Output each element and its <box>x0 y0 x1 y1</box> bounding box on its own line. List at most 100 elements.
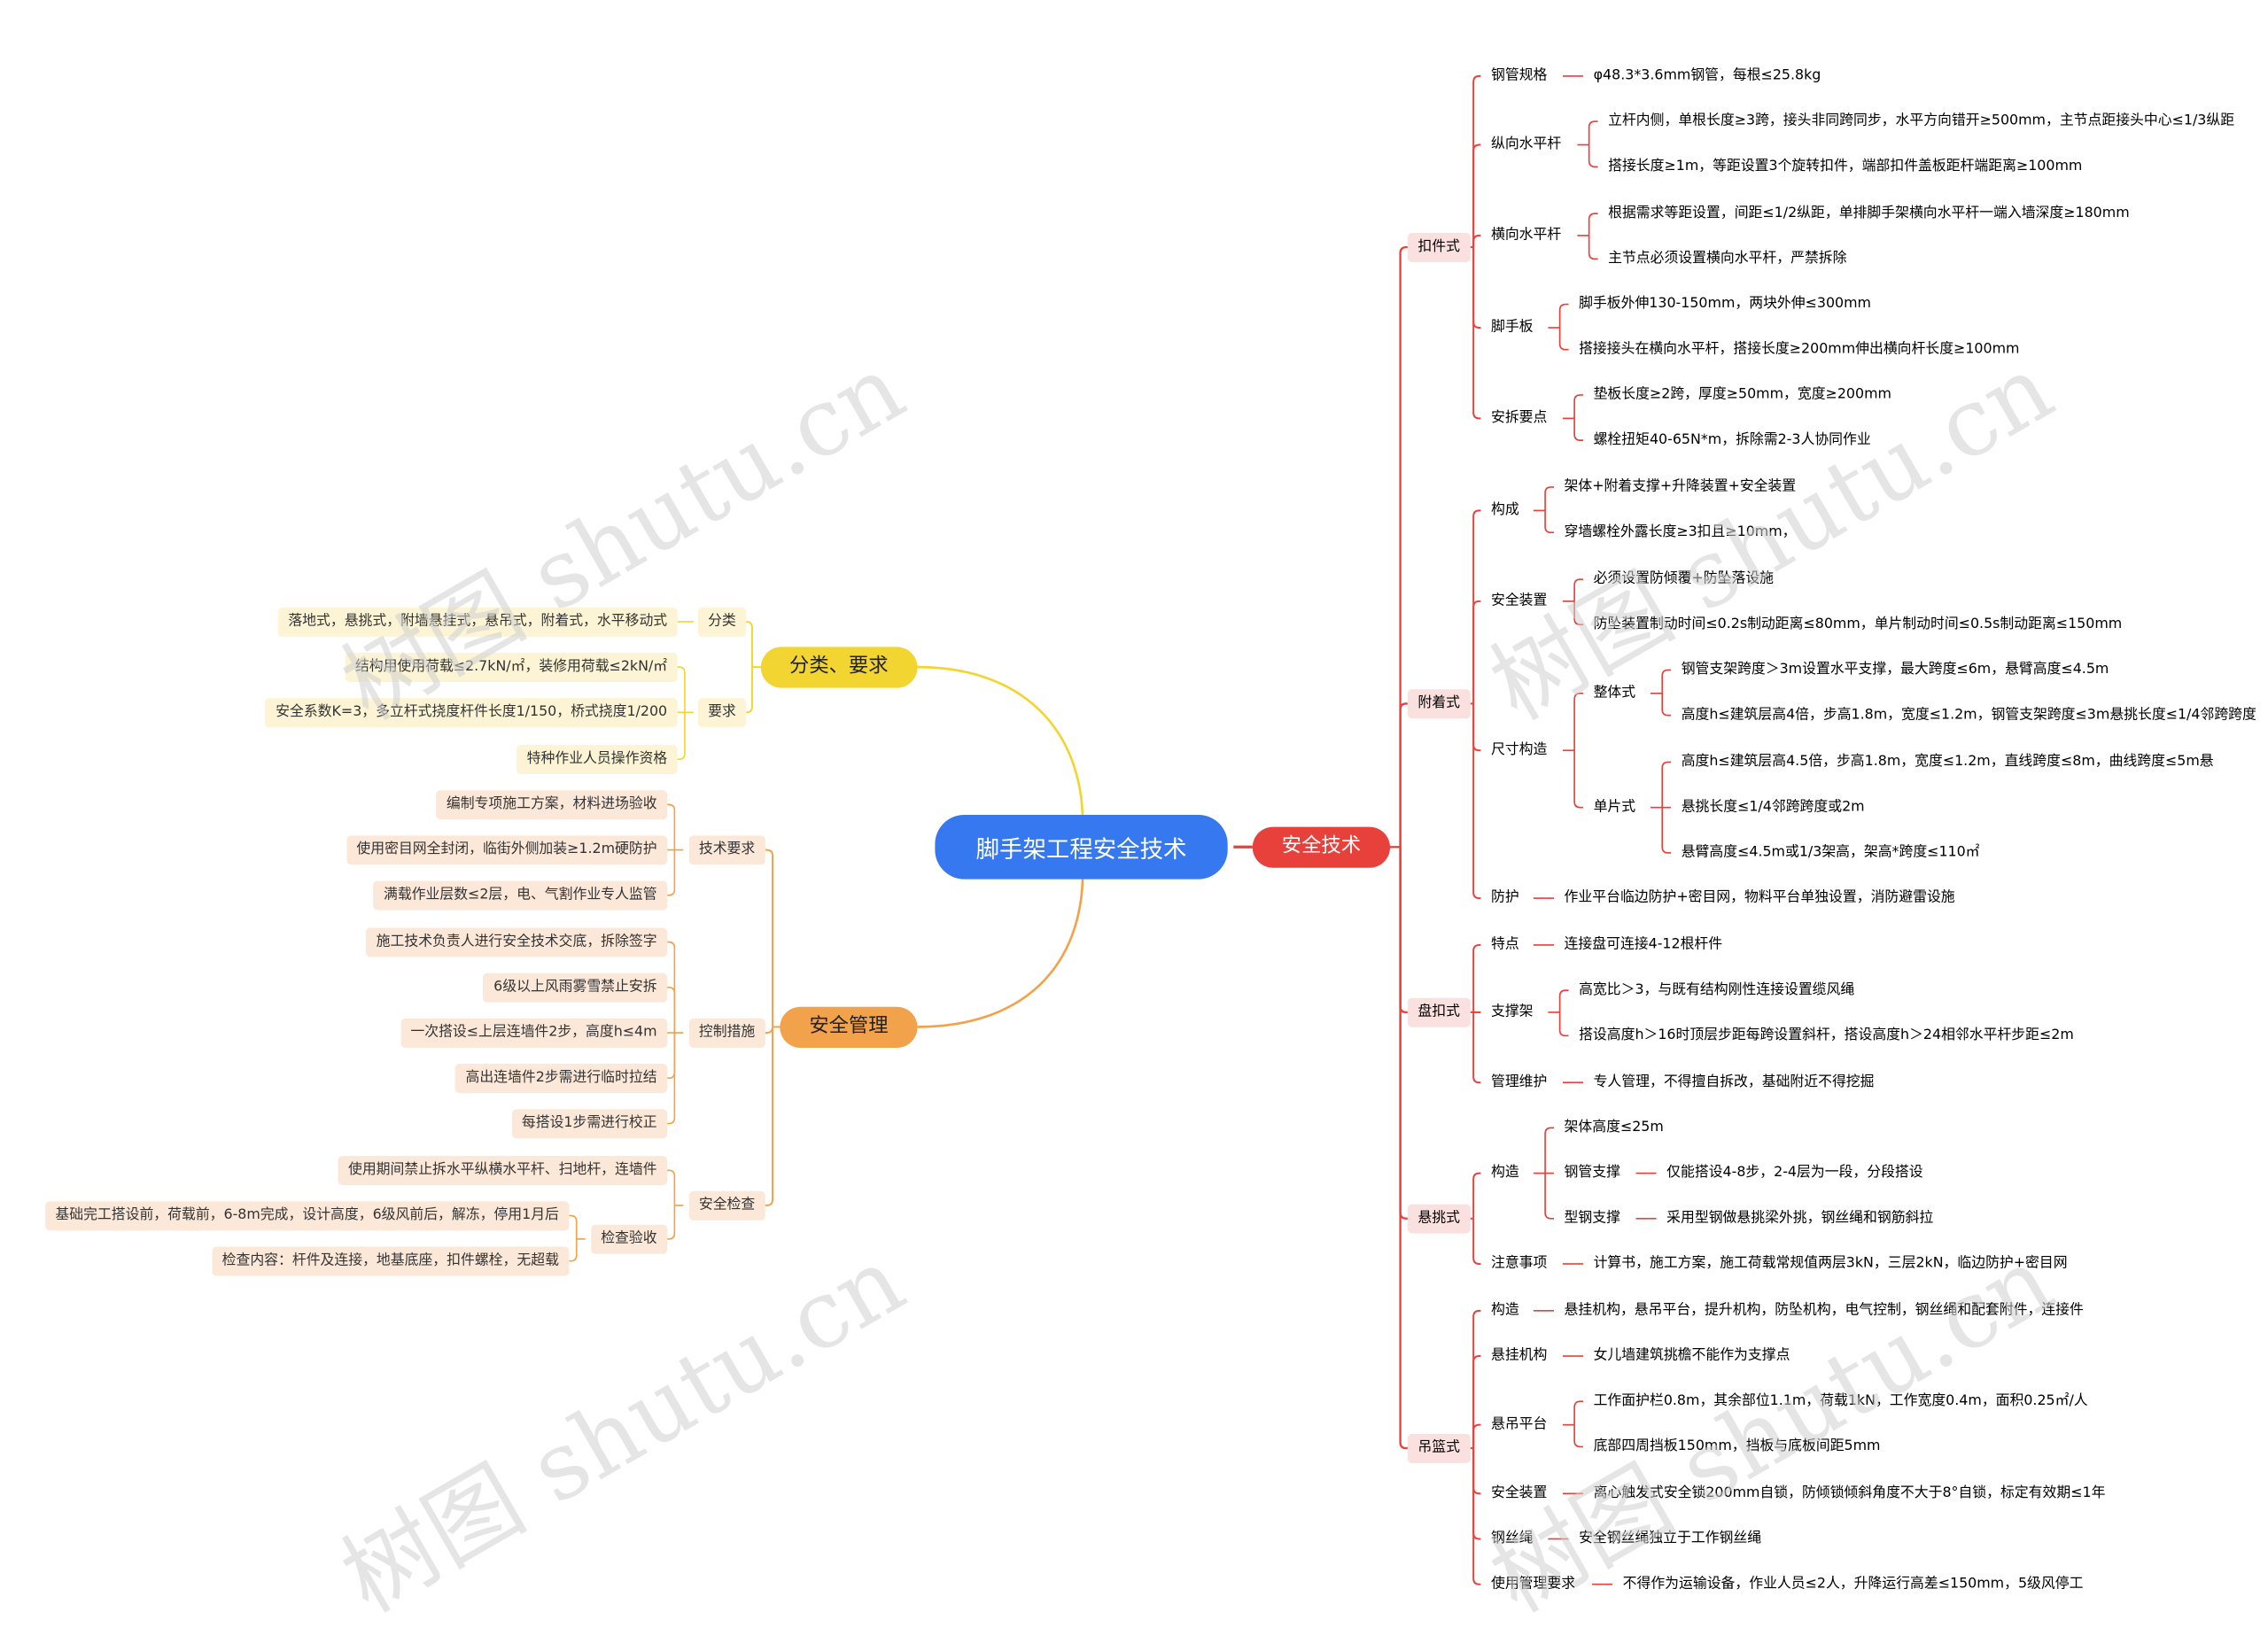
item-0-1[interactable]: 纵向水平杆 <box>1490 136 1562 153</box>
lb-leaf-1-2[interactable]: 一次搭设≤上层连墙件2步，高度h≤4m <box>400 1018 668 1048</box>
leaf-4-0-0[interactable]: 悬挂机构，悬吊平台，提升机构，防坠机构，电气控制，钢丝绳和配套附件，连接件 <box>1564 1302 2084 1319</box>
leaf-1-0-1[interactable]: 穿墙螺栓外露长度≥3扣且≥10mm， <box>1564 523 1797 540</box>
connector <box>1472 1423 1481 1449</box>
item-3-0[interactable]: 构造 <box>1490 1165 1519 1182</box>
item-2-2[interactable]: 管理维护 <box>1490 1073 1548 1090</box>
leaf-1-2-1-2[interactable]: 悬臂高度≤4.5m或1/3架高，架高*跨度≤110㎡ <box>1681 844 1980 861</box>
lt-leaf-0-0[interactable]: 落地式，悬挑式，附墙悬挂式，悬吊式，附着式，水平移动式 <box>277 607 678 637</box>
leaf-0-4-1[interactable]: 螺栓扭矩40-65N*m，拆除需2-3人协同作业 <box>1593 431 1871 448</box>
item-1-1[interactable]: 安全装置 <box>1490 593 1548 609</box>
item-3-1[interactable]: 注意事项 <box>1490 1255 1548 1272</box>
leaf-2-1-1[interactable]: 搭设高度h＞16时顶层步距每跨设置斜杆，搭设高度h＞24相邻水平杆步距≤2m <box>1579 1027 2074 1043</box>
lb-leaf-1-0[interactable]: 施工技术负责人进行安全技术交底，拆除签字 <box>366 927 668 957</box>
item-4-5[interactable]: 使用管理要求 <box>1490 1576 1576 1593</box>
item-0-3[interactable]: 脚手板 <box>1490 319 1534 336</box>
leaf-4-4-0[interactable]: 安全钢丝绳独立于工作钢丝绳 <box>1579 1530 1762 1547</box>
connector <box>1544 1127 1554 1174</box>
leaf-2-1-0[interactable]: 高宽比＞3，与既有结构刚性连接设置缆风绳 <box>1579 981 1855 998</box>
leaf-1-3-0[interactable]: 作业平台临边防护+密目网，物料平台单独设置，消防避雷设施 <box>1564 889 1955 906</box>
branch-classification[interactable]: 分类、要求 <box>760 647 918 687</box>
group-3[interactable]: 悬挑式 <box>1407 1204 1471 1233</box>
item-4-2[interactable]: 悬吊平台 <box>1490 1416 1548 1433</box>
item-0-2[interactable]: 横向水平杆 <box>1490 227 1562 244</box>
leaf-0-1-1[interactable]: 搭接长度≥1m，等距设置3个旋转扣件，端部扣件盖板距杆端距离≥100mm <box>1608 158 2083 174</box>
leaf-3-0-2-0[interactable]: 采用型钢做悬挑梁外挑，钢丝绳和钢筋斜拉 <box>1666 1210 1934 1227</box>
sub-1-2-0[interactable]: 整体式 <box>1593 685 1636 701</box>
leaf-0-3-0[interactable]: 脚手板外伸130-150mm，两块外伸≤300mm <box>1579 295 1872 313</box>
lt-item-1[interactable]: 要求 <box>697 698 747 727</box>
item-2-0[interactable]: 特点 <box>1490 936 1519 953</box>
lb-sub-leaf-0[interactable]: 基础完工搭设前，荷载前，6-8m完成，设计高度，6级风前后，解冻，停用1月后 <box>44 1201 570 1230</box>
sub-3-0-2[interactable]: 型钢支撑 <box>1564 1210 1620 1227</box>
leaf-0-1-0[interactable]: 立杆内侧，单根长度≥3跨，接头非同跨同步，水平方向错开≥500mm，主节点距接头… <box>1608 112 2235 129</box>
lb-leaf-0-0[interactable]: 编制专项施工方案，材料进场验收 <box>436 790 668 819</box>
group-4[interactable]: 吊篮式 <box>1407 1433 1471 1463</box>
lb-leaf-1-3[interactable]: 高出连墙件2步需进行临时拉结 <box>454 1064 668 1093</box>
leaf-0-2-0[interactable]: 根据需求等距设置，间距≤1/2纵距，单排脚手架横向水平杆一端入墙深度≥180mm <box>1608 205 2130 221</box>
leaf-0-3-1[interactable]: 搭接接头在横向水平杆，搭接长度≥200mm伸出横向杆长度≥100mm <box>1579 341 2020 358</box>
leaf-1-2-0-1[interactable]: 高度h≤建筑层高4倍，步高1.8m，宽度≤1.2m，钢管支架跨度≤3m悬挑长度≤… <box>1681 707 2256 724</box>
lb-item-2[interactable]: 安全检查 <box>688 1190 765 1221</box>
leaf-3-0-1-0[interactable]: 仅能搭设4-8步，2-4层为一段，分段搭设 <box>1666 1165 1923 1182</box>
lb-item-1[interactable]: 控制措施 <box>688 1018 765 1048</box>
leaf-1-2-1-1[interactable]: 悬挑长度≤1/4邻跨跨度或2m <box>1681 799 1865 816</box>
item-4-3[interactable]: 安全装置 <box>1490 1484 1548 1501</box>
item-1-3[interactable]: 防护 <box>1490 889 1519 906</box>
leaf-4-3-0[interactable]: 离心触发式安全锁200mm自锁，防倾锁倾斜角度不大于8°自锁，标定有效期≤1年 <box>1593 1484 2106 1501</box>
leaf-4-2-1[interactable]: 底部四周挡板150mm，挡板与底板间距5mm <box>1593 1438 1881 1455</box>
lb-leaf-0-1[interactable]: 使用密目网全封闭，临街外侧加装≥1.2m硬防护 <box>346 835 668 864</box>
connector <box>667 1169 676 1205</box>
item-4-1[interactable]: 悬挂机构 <box>1490 1347 1548 1364</box>
group-2[interactable]: 盘扣式 <box>1407 997 1471 1027</box>
branch-safety-tech[interactable]: 安全技术 <box>1252 826 1391 867</box>
item-0-0[interactable]: 钢管规格 <box>1490 67 1548 84</box>
item-4-4[interactable]: 钢丝绳 <box>1490 1530 1534 1547</box>
leaf-1-1-1[interactable]: 防坠装置制动时间≤0.2s制动距离≤80mm，单片制动时间≤0.5s制动距离≤1… <box>1593 616 2123 632</box>
connector <box>1573 418 1584 441</box>
group-1[interactable]: 附着式 <box>1407 689 1471 718</box>
connector <box>746 620 753 668</box>
connector <box>677 712 686 761</box>
lt-leaf-1-1[interactable]: 安全系数K=3，多立杆式挠度杆件长度1/150，桥式挠度1/200 <box>265 698 678 727</box>
leaf-0-2-1[interactable]: 主节点必须设置横向水平杆，严禁拆除 <box>1608 250 1847 267</box>
item-1-0[interactable]: 构成 <box>1490 501 1519 519</box>
lb-item-0[interactable]: 技术要求 <box>688 835 765 864</box>
item-2-1[interactable]: 支撑架 <box>1490 1004 1534 1020</box>
connector <box>1573 601 1584 626</box>
item-1-2[interactable]: 尺寸构造 <box>1490 741 1548 758</box>
lt-leaf-1-0[interactable]: 结构用使用荷载≤2.7kN/㎡，装修用荷载≤2kN/㎡ <box>345 652 678 682</box>
lb-leaf-1-4[interactable]: 每搭设1步需进行校正 <box>511 1109 668 1138</box>
leaf-0-0-0[interactable]: φ48.3*3.6mm钢管，每根≤25.8kg <box>1593 67 1821 84</box>
root-topic[interactable]: 脚手架工程安全技术 <box>935 814 1228 880</box>
lb-leaf-1-1[interactable]: 6级以上风雨雾雪禁止安拆 <box>483 973 668 1003</box>
item-0-4[interactable]: 安拆要点 <box>1490 409 1548 426</box>
leaf-0-4-0[interactable]: 垫板长度≥2跨，厚度≥50mm，宽度≥200mm <box>1593 386 1891 403</box>
leaf-4-2-0[interactable]: 工作面护栏0.8m，其余部位1.1m，荷载1kN，工作宽度0.4m，面积0.25… <box>1593 1392 2088 1409</box>
leaf-3-1-0[interactable]: 计算书，施工方案，施工荷载常规值两层3kN，三层2kN，临边防护+密目网 <box>1593 1255 2068 1272</box>
sub-3-0-0[interactable]: 架体高度≤25m <box>1564 1119 1664 1135</box>
sub-1-2-1[interactable]: 单片式 <box>1593 799 1636 816</box>
lt-item-0[interactable]: 分类 <box>697 607 747 637</box>
leaf-1-2-1-0[interactable]: 高度h≤建筑层高4.5倍，步高1.8m，宽度≤1.2m，直线跨度≤8m，曲线跨度… <box>1681 753 2214 771</box>
lb-sub-0[interactable]: 使用期间禁止拆水平纵横水平杆、扫地杆，连墙件 <box>338 1156 668 1185</box>
connector <box>1472 1355 1481 1449</box>
leaf-1-0-0[interactable]: 架体+附着支撑+升降装置+安全装置 <box>1564 478 1797 495</box>
leaf-2-0-0[interactable]: 连接盘可连接4-12根杆件 <box>1564 936 1723 953</box>
leaf-1-2-0-0[interactable]: 钢管支架跨度＞3m设置水平支撑，最大跨度≤6m，悬臂高度≤4.5m <box>1681 661 2109 678</box>
lb-sub-1[interactable]: 检查验收 <box>590 1224 668 1254</box>
connector <box>1472 1448 1481 1495</box>
lt-leaf-1-2[interactable]: 特种作业人员操作资格 <box>517 744 678 774</box>
leaf-1-1-0[interactable]: 必须设置防倾覆+防坠落设施 <box>1593 570 1775 587</box>
lb-leaf-0-2[interactable]: 满载作业层数≤2层，电、气割作业专人监管 <box>373 880 668 910</box>
branch-safety-management[interactable]: 安全管理 <box>780 1006 918 1048</box>
connector <box>1399 847 1408 1450</box>
leaf-4-1-0[interactable]: 女儿墙建筑挑檐不能作为支撑点 <box>1593 1347 1790 1364</box>
item-4-0[interactable]: 构造 <box>1490 1302 1519 1319</box>
sub-3-0-1[interactable]: 钢管支撑 <box>1564 1165 1620 1182</box>
lb-sub-leaf-1[interactable]: 检查内容：杆件及连接，地基底座，扣件螺栓，无超载 <box>212 1246 570 1275</box>
leaf-2-2-0[interactable]: 专人管理，不得擅自拆改，基础附近不得挖掘 <box>1593 1073 1875 1090</box>
leaf-4-5-0[interactable]: 不得作为运输设备，作业人员≤2人，升降运行高差≤150mm，5级风停工 <box>1622 1576 2084 1593</box>
connector <box>1588 235 1598 260</box>
group-0[interactable]: 扣件式 <box>1407 232 1471 262</box>
